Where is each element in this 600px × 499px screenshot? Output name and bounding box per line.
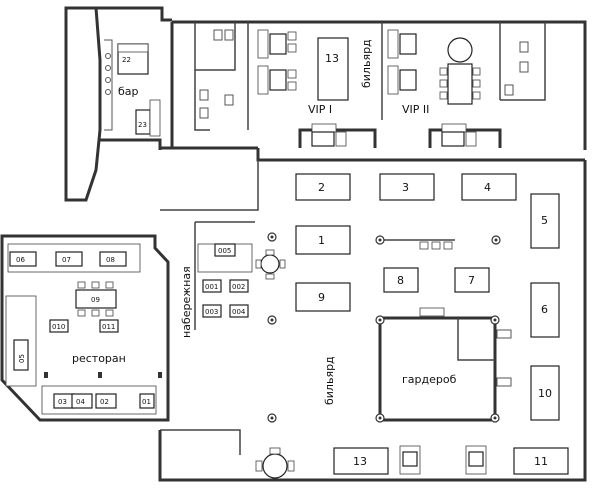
restoran-label: ресторан	[72, 352, 126, 365]
billiard-table-3	[379, 173, 435, 201]
bar-room-label: бар	[118, 85, 139, 98]
terrace-table-003-label: 003	[205, 308, 218, 316]
restaurant-table-03-label: 03	[58, 398, 67, 406]
garderob-room	[378, 316, 497, 422]
billiard-table-1-label: 1	[318, 234, 325, 247]
billiard-table-13-label: 13	[353, 455, 367, 468]
restaurant-table-01	[139, 393, 155, 409]
billiard-table-7-label: 7	[468, 274, 475, 287]
bar-wing: 22 23 бар	[64, 6, 172, 202]
billiard-table-10-label: 10	[538, 387, 552, 400]
terrace: 005 001 002 003 004 набережная	[180, 243, 253, 338]
restaurant-table-09	[75, 289, 117, 309]
billiard-table-9-label: 9	[318, 291, 325, 304]
restaurant: 06 07 08 09 010 011 05 03 02 01 04 ресто…	[0, 234, 170, 422]
terrace-table-002-label: 002	[232, 283, 245, 291]
restaurant-table-01-label: 01	[142, 398, 151, 406]
restaurant-table-04-label: 04	[76, 398, 85, 406]
bar-table-23-label: 23	[138, 121, 147, 129]
restaurant-table-08-label: 08	[106, 256, 115, 264]
billiard-table-13	[333, 447, 389, 475]
billiard-table-1	[295, 225, 351, 255]
restaurant-table-05-label: 05	[18, 354, 26, 363]
restaurant-table-02-label: 02	[100, 398, 109, 406]
terrace-table-002	[229, 279, 249, 293]
billiard-table-11	[513, 447, 569, 475]
terrace-table-004-label: 004	[232, 308, 246, 316]
restaurant-table-02	[95, 393, 117, 409]
vip2-label: VIP II	[402, 103, 429, 116]
billiard-table-5	[530, 193, 560, 249]
restaurant-table-06-label: 06	[16, 256, 25, 264]
billiard-table-6	[530, 282, 560, 338]
billiard-table-2	[295, 173, 351, 201]
vip1-label: VIP I	[308, 103, 332, 116]
bar-table-22-label: 22	[122, 56, 131, 64]
restaurant-table-08	[99, 251, 127, 267]
billiard-table-2-label: 2	[318, 181, 325, 194]
billiard-table-10	[530, 365, 560, 421]
billiard-table-8-label: 8	[397, 274, 404, 287]
billiard-table-6-label: 6	[541, 303, 548, 316]
restaurant-table-07	[55, 251, 83, 267]
restaurant-table-010	[49, 319, 69, 333]
restaurant-table-05	[13, 339, 29, 371]
billiard-top-label: бильярд	[360, 39, 373, 88]
billiard-table-7	[454, 267, 490, 293]
billiard-table-3-label: 3	[402, 181, 409, 194]
terrace-table-005	[214, 243, 236, 257]
billiard-main-label: бильярд	[323, 356, 336, 405]
terrace-table-001	[202, 279, 222, 293]
naberezhnaya-label: набережная	[180, 266, 193, 338]
terrace-table-003	[202, 304, 222, 318]
terrace-table-001-label: 001	[205, 283, 218, 291]
garderob-label: гардероб	[402, 373, 457, 386]
billiard-table-4	[461, 173, 517, 201]
restaurant-table-06	[9, 251, 37, 267]
billiard-table-4-label: 4	[484, 181, 491, 194]
billiard-table-8	[383, 267, 419, 293]
restaurant-table-09-label: 09	[91, 296, 100, 304]
restaurant-table-011-label: 011	[102, 323, 115, 331]
billiard-table-13-vip-label: 13	[325, 52, 339, 65]
vip-block: 13 VIP I бильярд VIP II	[160, 20, 587, 162]
main-hall: гардероб 2 3 4 1 9 8 7 5 6 10 13 11 биль…	[158, 160, 587, 482]
restaurant-table-011	[99, 319, 119, 333]
billiard-table-13-vip	[317, 37, 349, 101]
terrace-table-004	[229, 304, 249, 318]
billiard-table-11-label: 11	[534, 455, 548, 468]
terrace-table-005-label: 005	[218, 247, 231, 255]
billiard-table-9	[295, 282, 351, 312]
restaurant-table-04	[71, 393, 93, 409]
restaurant-table-010-label: 010	[52, 323, 65, 331]
restaurant-table-07-label: 07	[62, 256, 71, 264]
billiard-table-5-label: 5	[541, 214, 548, 227]
